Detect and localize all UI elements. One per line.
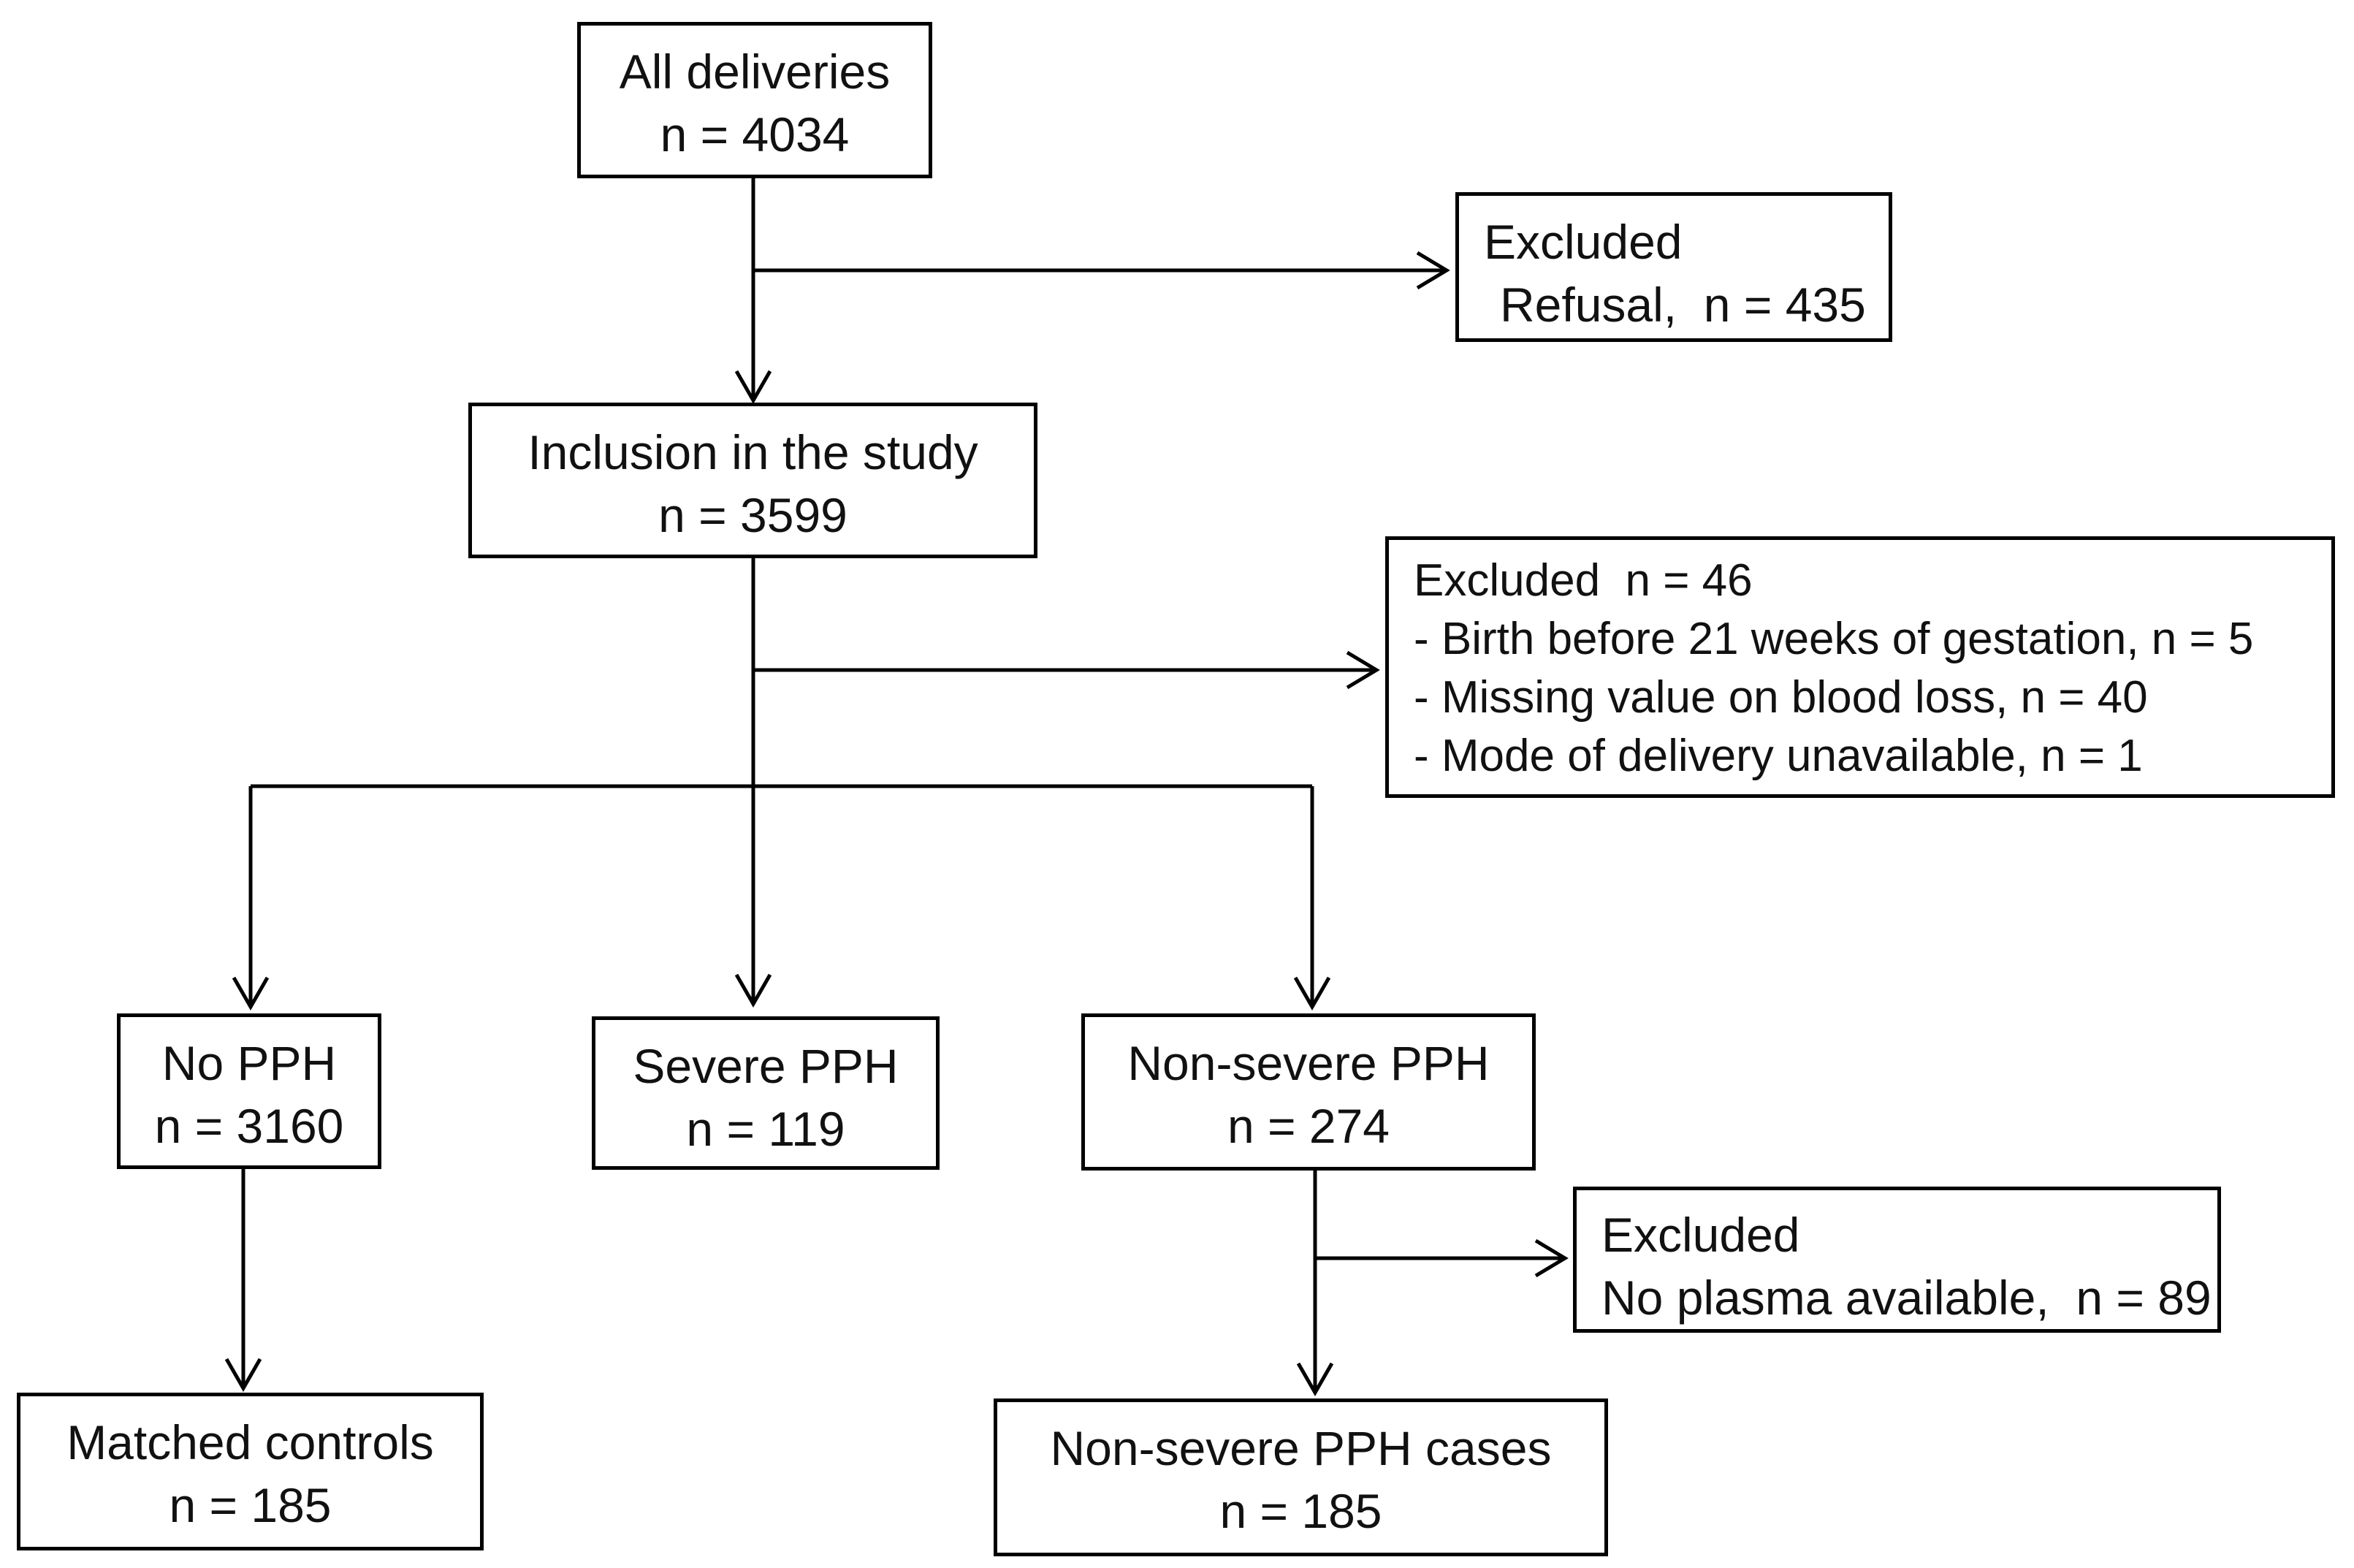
box-reason: Refusal, n = 435 (1500, 278, 1866, 332)
box-inclusion: Inclusion in the study n = 3599 (468, 403, 1037, 558)
box-count: n = 185 (169, 1478, 332, 1532)
box-excluded-46: Excluded n = 46 - Birth before 21 weeks … (1385, 536, 2335, 798)
arrowhead-no-pph (232, 976, 270, 1011)
box-label: Non-severe PPH (1127, 1036, 1490, 1090)
box-count: n = 4034 (660, 107, 850, 161)
box-count: n = 274 (1227, 1099, 1390, 1153)
exclusion-reason: - Mode of delivery unavailable, n = 1 (1414, 731, 2143, 781)
box-severe-pph: Severe PPH n = 119 (592, 1016, 940, 1170)
arrowhead-excluded-refusal (1416, 251, 1450, 290)
box-label: Severe PPH (633, 1039, 899, 1093)
arrowhead-cases (1296, 1362, 1334, 1397)
box-label: Non-severe PPH cases (1050, 1421, 1552, 1475)
arrowhead-non-severe (1293, 976, 1331, 1011)
exclusion-reason: - Missing value on blood loss, n = 40 (1414, 672, 2148, 723)
box-label: Inclusion in the study (527, 425, 978, 479)
exclusion-reason: - Birth before 21 weeks of gestation, n … (1414, 614, 2254, 664)
arrowhead-excluded-plasma (1534, 1238, 1569, 1278)
box-all-deliveries: All deliveries n = 4034 (577, 22, 932, 178)
box-label: Matched controls (66, 1415, 434, 1469)
box-excluded-refusal: Excluded Refusal, n = 435 (1455, 192, 1892, 342)
arrowhead-inclusion (734, 370, 772, 405)
box-matched-controls: Matched controls n = 185 (17, 1393, 484, 1550)
box-count: n = 185 (1219, 1484, 1382, 1538)
arrowhead-severe (734, 973, 772, 1008)
box-reason: No plasma available, n = 89 (1601, 1271, 2212, 1325)
box-non-severe-pph: Non-severe PPH n = 274 (1081, 1013, 1536, 1171)
arrowhead-excluded-46 (1346, 650, 1380, 690)
box-non-severe-cases: Non-severe PPH cases n = 185 (994, 1398, 1608, 1556)
box-label: All deliveries (619, 45, 891, 99)
box-excluded-plasma: Excluded No plasma available, n = 89 (1573, 1187, 2221, 1333)
box-label: Excluded (1484, 215, 1683, 269)
box-label: Excluded (1601, 1208, 1800, 1262)
box-count: n = 3599 (658, 488, 847, 542)
box-count: n = 3160 (154, 1099, 344, 1153)
arrowhead-matched (224, 1358, 262, 1393)
box-no-pph: No PPH n = 3160 (117, 1013, 381, 1169)
box-count: n = 119 (686, 1102, 845, 1156)
box-label: No PPH (161, 1036, 337, 1090)
box-label: Excluded n = 46 (1414, 555, 1753, 606)
